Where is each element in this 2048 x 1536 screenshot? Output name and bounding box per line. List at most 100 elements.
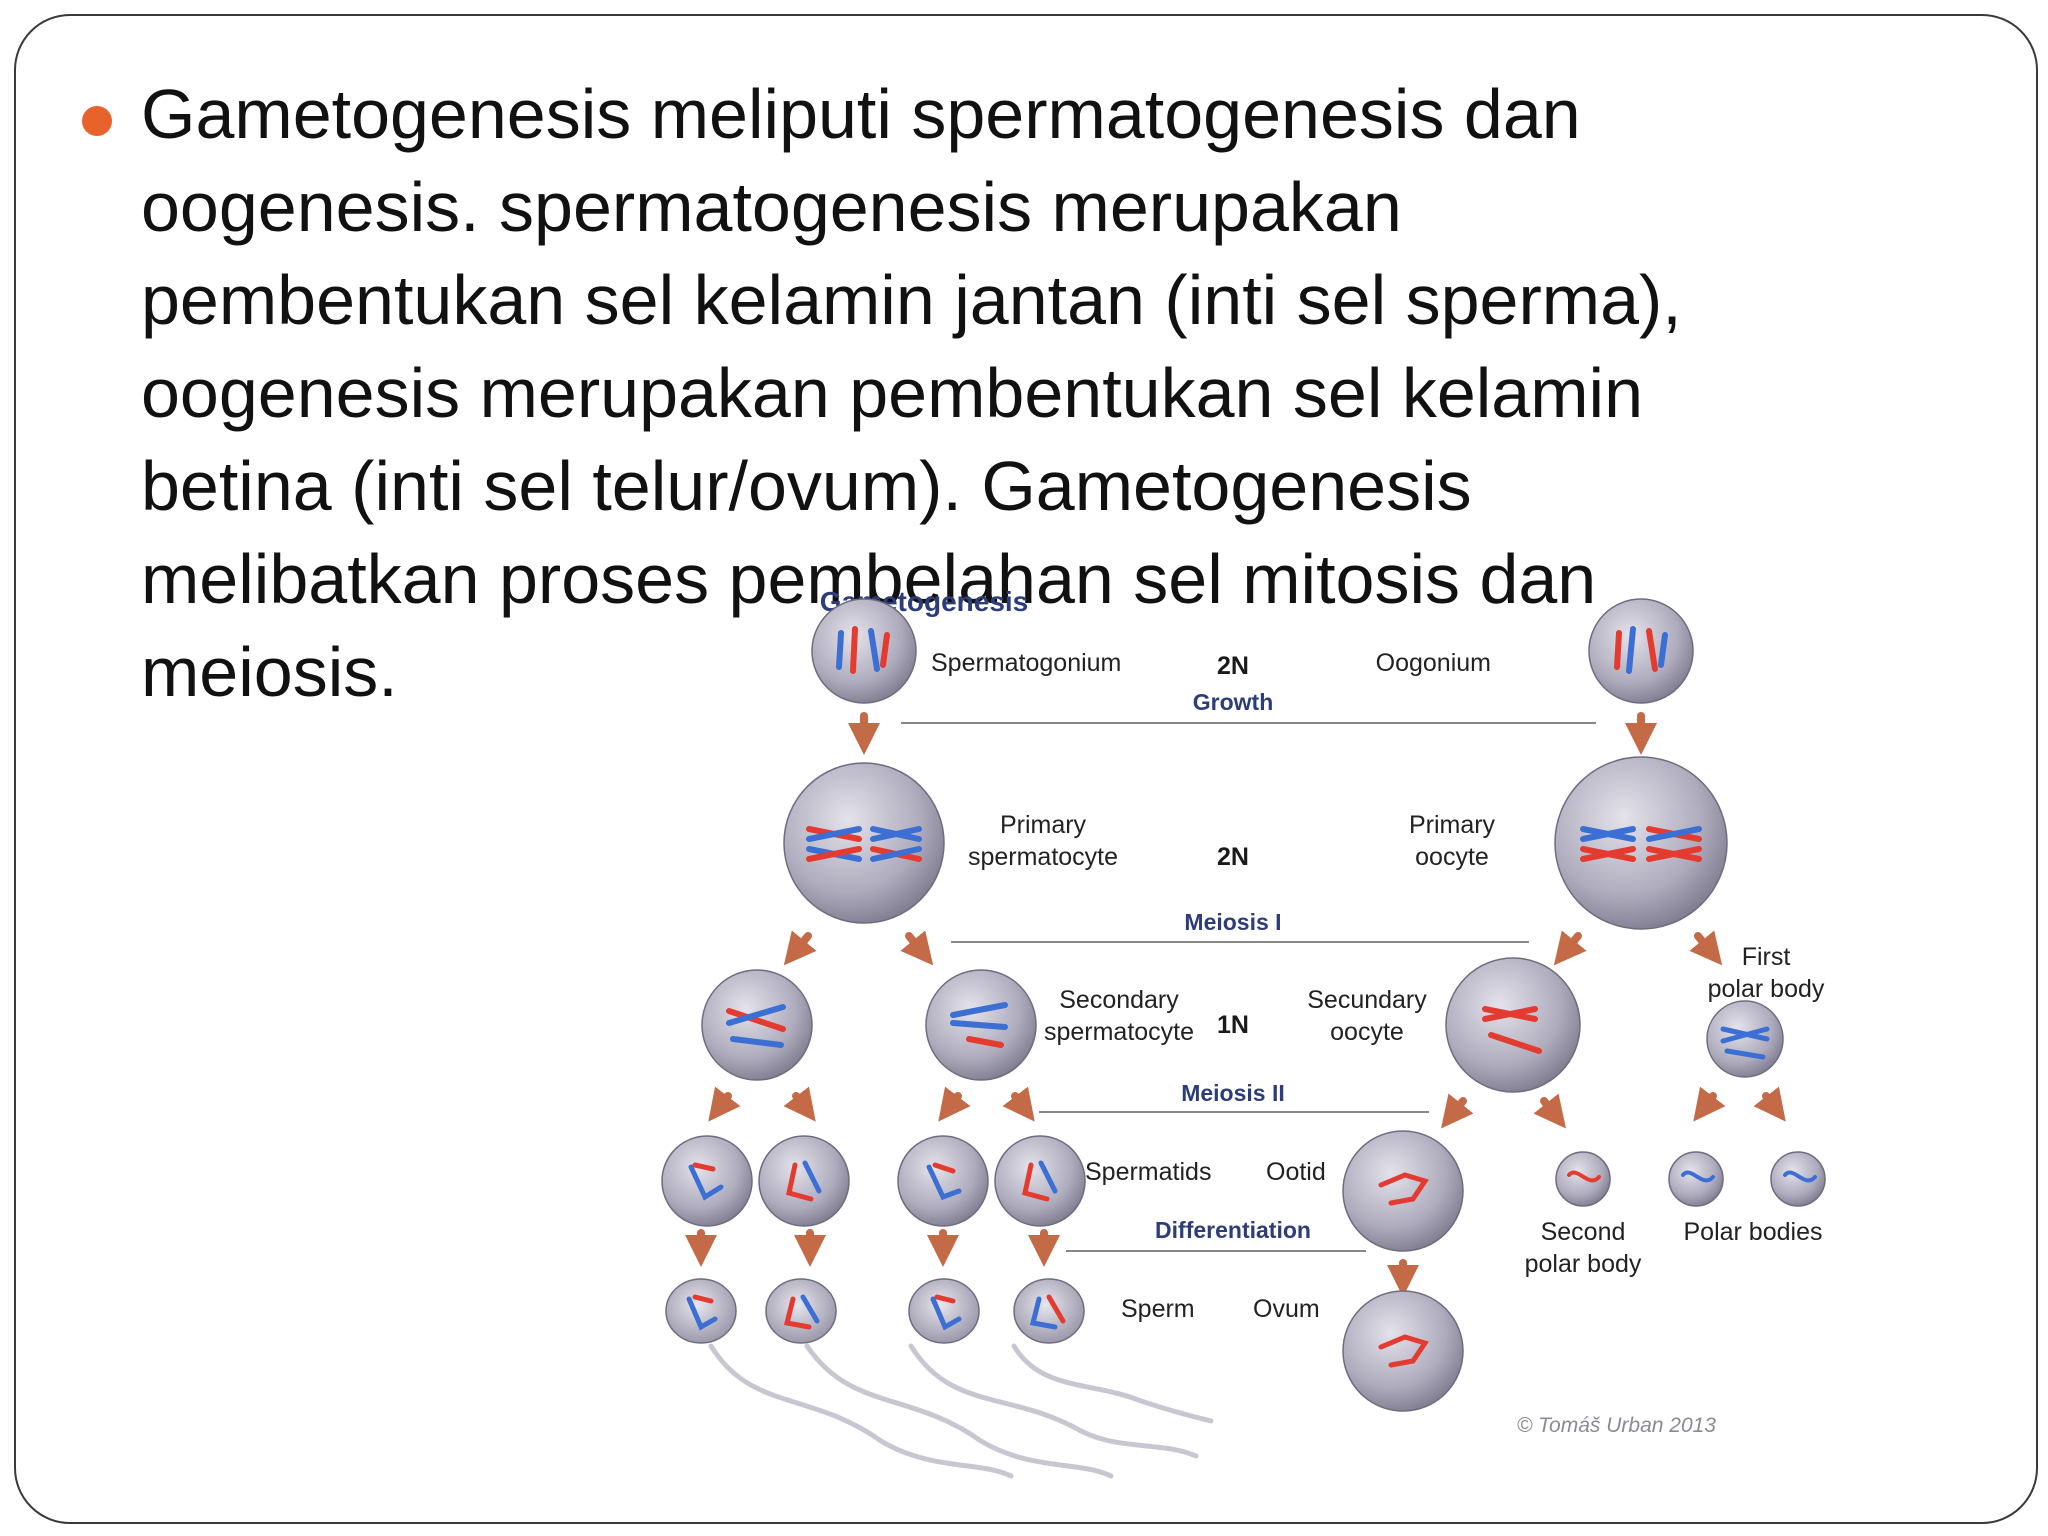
bullet-paragraph: Gametogenesis meliputi spermatogenesis d… bbox=[141, 75, 1682, 711]
second-polar-body-cell bbox=[1555, 1151, 1611, 1207]
sperm-head-1 bbox=[665, 1278, 737, 1344]
label-first-polar-body-1: First bbox=[1742, 943, 1791, 971]
chromosome bbox=[1658, 632, 1668, 668]
gametogenesis-diagram: Gametogenesis Growth Meiosis I Meiosis I… bbox=[661, 586, 1826, 1479]
chromosome bbox=[1046, 1294, 1066, 1324]
chromosome bbox=[786, 1162, 814, 1202]
ploidy-2n-row1: 2N bbox=[1217, 652, 1249, 680]
chromosome bbox=[836, 630, 844, 670]
arrow bbox=[1693, 1086, 1726, 1122]
label-secundary-oocyte-1: Secundary bbox=[1307, 986, 1427, 1014]
chromosome bbox=[870, 846, 922, 862]
bullet-dot bbox=[82, 106, 112, 136]
chromosome bbox=[850, 626, 858, 674]
chromosome bbox=[1488, 1032, 1542, 1054]
stage-meiosis-1: Meiosis I bbox=[1184, 909, 1281, 935]
chromosome bbox=[802, 1160, 822, 1194]
chromosome bbox=[1038, 1160, 1058, 1194]
chromosome bbox=[692, 1294, 714, 1304]
label-first-polar-body-2: polar body bbox=[1708, 975, 1825, 1003]
label-secundary-oocyte-2: oocyte bbox=[1330, 1018, 1404, 1046]
arrow bbox=[783, 930, 817, 966]
slide: Gametogenesis meliputi spermatogenesis d… bbox=[14, 14, 2038, 1524]
chromosome bbox=[950, 1002, 1008, 1018]
spermatid-cell-4 bbox=[994, 1135, 1086, 1227]
secundary-oocyte-cell bbox=[1445, 957, 1581, 1093]
chromosome bbox=[806, 826, 862, 842]
arrow bbox=[938, 1086, 971, 1122]
copyright: © Tomáš Urban 2013 bbox=[1517, 1414, 1716, 1437]
chromosome bbox=[1482, 1006, 1538, 1022]
chromosome bbox=[966, 1036, 1004, 1048]
chromosome bbox=[950, 1020, 1008, 1030]
chromosome bbox=[726, 1004, 786, 1026]
arrow bbox=[900, 930, 934, 966]
chromosome bbox=[926, 1164, 962, 1201]
label-secondary-spermatocyte-1: Secondary bbox=[1059, 986, 1179, 1014]
ootid-cell bbox=[1342, 1130, 1464, 1252]
label-spermatids: Spermatids bbox=[1085, 1158, 1211, 1186]
label-oogonium: Oogonium bbox=[1376, 649, 1491, 677]
label-ootid: Ootid bbox=[1266, 1158, 1326, 1186]
arrow bbox=[1553, 930, 1587, 966]
chromosome bbox=[934, 1294, 956, 1304]
chromosome bbox=[1783, 1170, 1817, 1183]
arrow bbox=[1753, 1086, 1786, 1122]
sperm-tail-2 bbox=[804, 1343, 1114, 1479]
chromosome bbox=[1724, 1048, 1766, 1060]
spermatid-cell-3 bbox=[897, 1135, 989, 1227]
first-polar-body-cell bbox=[1706, 1000, 1784, 1078]
arrow bbox=[708, 1086, 741, 1122]
spermatid-cell-2 bbox=[758, 1135, 850, 1227]
label-primary-oocyte-1: Primary bbox=[1409, 811, 1496, 839]
chromosome bbox=[1646, 846, 1702, 862]
label-second-polar-body-1: Second bbox=[1541, 1218, 1626, 1246]
chromosome bbox=[686, 1296, 718, 1331]
arrow bbox=[1002, 1086, 1035, 1122]
chromosome bbox=[1681, 1170, 1715, 1183]
ovum-cell bbox=[1342, 1290, 1464, 1412]
arrow bbox=[783, 1086, 816, 1122]
ploidy-1n-row3: 1N bbox=[1217, 1011, 1249, 1039]
chromosome bbox=[1646, 628, 1658, 672]
chromosome bbox=[1580, 826, 1636, 842]
label-secondary-spermatocyte-2: spermatocyte bbox=[1044, 1018, 1194, 1046]
secondary-spermatocyte-cell-1 bbox=[701, 969, 813, 1081]
sperm-head-3 bbox=[908, 1278, 980, 1344]
chromosome bbox=[1378, 1334, 1429, 1368]
label-second-polar-body-2: polar body bbox=[1525, 1250, 1642, 1278]
chromosome bbox=[868, 628, 880, 672]
chromosome bbox=[1029, 1296, 1058, 1330]
chromosome bbox=[692, 1162, 716, 1172]
label-polar-bodies: Polar bodies bbox=[1684, 1218, 1823, 1246]
chromosome bbox=[726, 1008, 786, 1032]
arrow bbox=[1441, 1093, 1474, 1129]
chromosome bbox=[932, 1162, 956, 1174]
arrow bbox=[1533, 1093, 1566, 1129]
label-ovum: Ovum bbox=[1253, 1295, 1320, 1323]
chromosome bbox=[688, 1164, 724, 1201]
oogonium-cell bbox=[1588, 598, 1694, 704]
chromosome bbox=[730, 1036, 784, 1048]
stage-differentiation: Differentiation bbox=[1155, 1217, 1311, 1243]
chromosome bbox=[1580, 846, 1636, 862]
label-primary-oocyte-2: oocyte bbox=[1415, 843, 1489, 871]
spermatogonium-cell bbox=[811, 598, 917, 704]
stage-growth: Growth bbox=[1193, 689, 1274, 715]
chromosome bbox=[870, 826, 922, 842]
chromosome bbox=[1614, 630, 1622, 670]
label-primary-spermatocyte-1: Primary bbox=[1000, 811, 1087, 839]
sperm-head-4 bbox=[1013, 1278, 1085, 1344]
chromosome bbox=[1646, 826, 1702, 842]
label-spermatogonium: Spermatogonium bbox=[931, 649, 1121, 677]
chromosome bbox=[1720, 1026, 1770, 1044]
primary-spermatocyte-cell bbox=[783, 762, 945, 924]
polar-body-cell-2 bbox=[1770, 1151, 1826, 1207]
sperm-tail-3 bbox=[908, 1343, 1199, 1459]
polar-body-cell-1 bbox=[1668, 1151, 1724, 1207]
chromosome bbox=[800, 1294, 820, 1324]
sperm-head-2 bbox=[765, 1278, 837, 1344]
arrow bbox=[1689, 930, 1723, 966]
chromosome bbox=[1626, 626, 1636, 674]
spermatid-cell-1 bbox=[661, 1135, 753, 1227]
